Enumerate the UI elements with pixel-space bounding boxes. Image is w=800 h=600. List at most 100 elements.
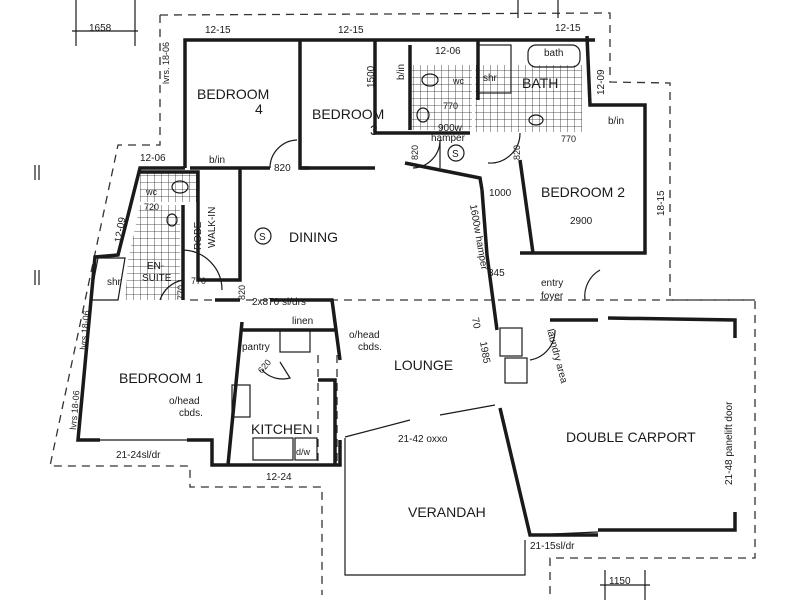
dim-door-770: 770: [191, 276, 206, 286]
basin-bath: [528, 114, 544, 126]
dim-door-770: 770: [176, 285, 186, 300]
room-linen: linen: [292, 316, 313, 327]
dim-panelift-door: 21-48 panelift door: [724, 401, 735, 485]
room-bedroom-3: BEDROOM: [312, 106, 384, 122]
dim-door-720: 720: [144, 202, 159, 212]
shower-ensuite: [89, 257, 126, 301]
dim-window-bath: 12-15: [555, 23, 581, 34]
room-lounge: LOUNGE: [394, 357, 453, 373]
label-wc: wc: [452, 76, 464, 86]
room-labels: BEDROOM 4 BEDROOM 3 BEDROOM 2 BEDROOM 1 …: [119, 75, 696, 520]
dim-1500: 1500: [366, 65, 377, 88]
room-entry: entry: [541, 278, 563, 289]
dim-1658: 1658: [89, 23, 112, 34]
dim-window-ensuite-side: 12-09: [113, 216, 128, 244]
wc-tiles: [412, 65, 472, 130]
smoke-detector-label: S: [452, 149, 459, 160]
dim-window-bed2-side: 18-15: [656, 190, 667, 216]
label-dishwasher: d/w: [296, 447, 311, 457]
room-double-carport: DOUBLE CARPORT: [566, 429, 696, 445]
kitchen-sink: [252, 437, 294, 461]
ensuite-tiles: [125, 205, 180, 300]
label-hamper-900: hamper: [431, 133, 466, 144]
fixtures: [89, 44, 581, 461]
label-built-in-bed3: b/in: [396, 64, 407, 80]
label-overhead-cupboards: o/head: [349, 330, 380, 341]
cupboard: [279, 329, 311, 353]
washer: [504, 357, 528, 384]
label-overhead-cupboards-kitchen: o/head: [169, 396, 200, 407]
shower-bath: [477, 44, 512, 94]
label-shower: shr: [483, 73, 498, 84]
dim-2900: 2900: [570, 216, 593, 227]
dimension-labels: 1658 1150 1500 2900 1000 345 70 1985 12-…: [68, 23, 735, 587]
dim-window-bed3: 12-15: [338, 25, 364, 36]
room-bedroom-3-number: 3: [370, 122, 378, 138]
toilet-bath: [421, 73, 439, 87]
dim-louvres-bed1: lvrs 18-06: [78, 310, 91, 350]
dim-door-770: 770: [561, 134, 576, 144]
room-bath: BATH: [522, 75, 558, 91]
dim-door-820: 820: [410, 145, 420, 160]
room-bedroom-4: BEDROOM: [197, 86, 269, 102]
dim-sliding-doors: 2x870 sl/drs: [252, 297, 306, 308]
bathtub: [527, 44, 581, 68]
dishwasher: [294, 437, 318, 461]
dim-1985: 1985: [477, 341, 492, 365]
dim-1150: 1150: [609, 576, 631, 587]
dim-1000: 1000: [489, 188, 512, 199]
room-laundry: laundry area: [544, 328, 569, 385]
room-walk-in: WALK-IN: [207, 207, 218, 248]
dim-sliding-door-bed1: 21-24sl/dr: [116, 450, 161, 461]
dim-window-kitchen: 12-24: [266, 472, 292, 483]
room-dining: DINING: [289, 229, 338, 245]
room-bedroom-1: BEDROOM 1: [119, 370, 203, 386]
boundary-lines: [49, 12, 756, 595]
basin-wc: [416, 107, 430, 123]
dim-door-620: 620: [256, 357, 273, 375]
smoke-detector: S: [447, 144, 465, 162]
basin-ensuite: [166, 213, 178, 227]
smoke-detector-label: S: [259, 232, 266, 243]
verandah-outline: [344, 438, 526, 576]
room-foyer: foyer: [541, 291, 564, 302]
dim-345: 345: [488, 268, 505, 279]
room-kitchen: KITCHEN: [251, 421, 312, 437]
label-built-in-bed4: b/in: [209, 155, 225, 166]
label-bath: bath: [544, 48, 563, 59]
laundry-tub: [499, 327, 523, 357]
room-bedroom-2: BEDROOM 2: [541, 184, 625, 200]
dim-window-wc: 12-06: [435, 46, 461, 57]
dim-louvres-bed4: lvrs. 18-06: [161, 42, 171, 84]
dim-door-820: 820: [274, 163, 291, 174]
label-built-in-bed2: b/in: [608, 116, 624, 127]
dim-sliding-door-carport: 21-15sl/dr: [530, 541, 575, 552]
label-wc-ensuite: wc: [145, 187, 157, 197]
room-ensuite: SUITE: [142, 273, 172, 284]
smoke-detector: S: [254, 227, 272, 245]
setback-lines: [34, 0, 650, 600]
label-overhead-cupboards-kitchen: cbds.: [179, 408, 203, 419]
cooktop: [231, 384, 251, 418]
toilet-ensuite: [171, 180, 189, 194]
dim-door-770: 770: [443, 101, 458, 111]
dim-window-bed4: 12-15: [205, 25, 231, 36]
room-verandah: VERANDAH: [408, 504, 486, 520]
label-overhead-cupboards: cbds.: [358, 342, 382, 353]
label-shower-ensuite: shr: [107, 277, 122, 288]
dim-window-bath-side: 12-09: [596, 69, 607, 95]
dim-louvres-bed1: lvrs 18-06: [68, 390, 81, 430]
dim-door-820: 820: [237, 285, 247, 300]
dim-70: 70: [469, 317, 482, 330]
openings: [100, 404, 599, 536]
door-swings: [159, 132, 601, 380]
dim-window-ensuite: 12-06: [140, 153, 166, 164]
dim-window-oxxo: 21-42 oxxo: [398, 434, 448, 445]
room-robe: ROBE: [193, 221, 204, 250]
dim-door-820: 820: [512, 145, 522, 160]
room-bedroom-4-number: 4: [255, 101, 263, 117]
room-ensuite: EN-: [147, 261, 164, 272]
label-hamper-900: 900w: [438, 123, 463, 134]
room-pantry: pantry: [242, 342, 270, 353]
